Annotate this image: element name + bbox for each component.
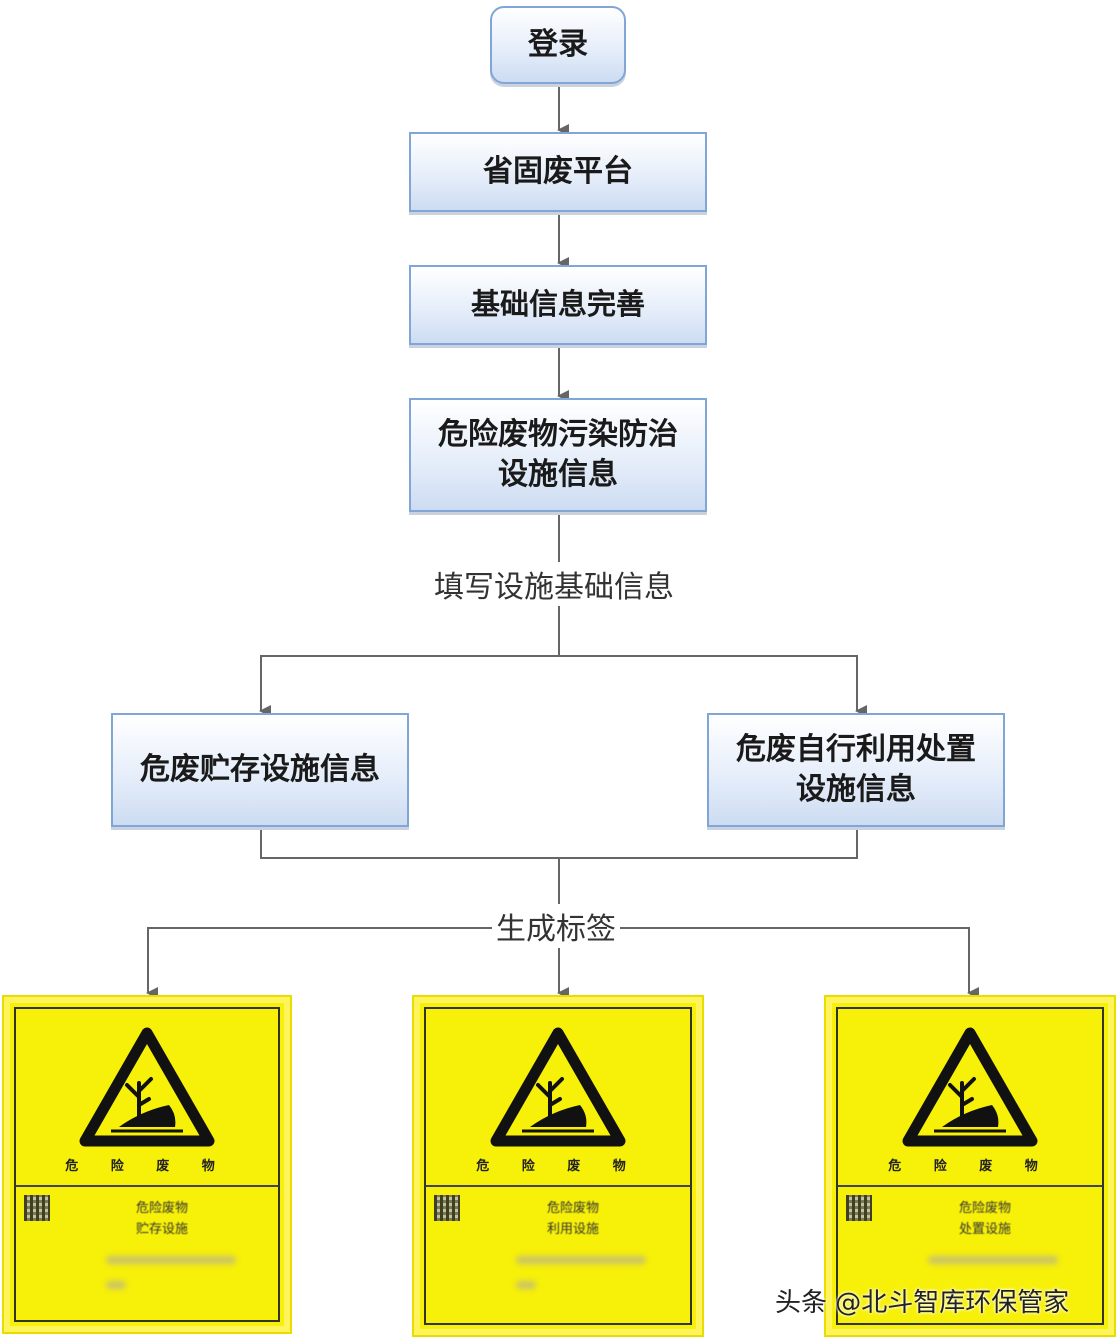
sign-title-line1: 危险废物 (135, 1201, 188, 1216)
node-platform: 省固废平台 (409, 132, 707, 212)
sign-title-line2: 贮存设施 (135, 1221, 188, 1237)
sign-divider (16, 1185, 278, 1187)
sign-title-line1: 危险废物 (546, 1201, 599, 1216)
sign-header: 危 险 废 物 (888, 1159, 1052, 1174)
sign-header: 危 险 废 物 (65, 1159, 229, 1174)
sign-divider (426, 1185, 690, 1187)
node-login: 登录 (490, 6, 626, 84)
watermark: 头条 @北斗智库环保管家 (775, 1288, 1070, 1318)
sign-frame: 危 险 废 物 危险废物 贮存设施 (14, 1007, 280, 1322)
node-disposal-facility: 危废自行利用处置 设施信息 (707, 713, 1005, 827)
node-basic-info-label: 基础信息完善 (470, 287, 645, 322)
blurred-field (928, 1256, 1058, 1264)
hazard-triangle-icon (490, 1027, 626, 1147)
hazard-label-disposal: 危 险 废 物 危险废物 处置设施 (824, 995, 1116, 1337)
sign-title-line1: 危险废物 (958, 1201, 1011, 1216)
node-basic-info: 基础信息完善 (409, 265, 707, 345)
sign-title: 危险废物 利用设施 (466, 1199, 680, 1241)
node-disposal-line1: 危废自行利用处置 (736, 731, 976, 767)
node-platform-label: 省固废平台 (483, 153, 633, 189)
sign-divider (838, 1185, 1102, 1187)
qr-code-icon (24, 1195, 50, 1221)
node-storage-label: 危废贮存设施信息 (140, 751, 380, 787)
qr-code-icon (434, 1195, 460, 1221)
edge-label-fill-basic: 填写设施基础信息 (430, 562, 678, 606)
blurred-field (106, 1281, 126, 1289)
sign-frame: 危 险 废 物 危险废物 利用设施 (424, 1007, 692, 1325)
node-prevention-line2: 设施信息 (498, 457, 618, 492)
node-prevention-facility: 危险废物污染防治 设施信息 (409, 398, 707, 512)
sign-title: 危险废物 贮存设施 (56, 1199, 268, 1241)
edge-label-generate: 生成标签 (492, 904, 620, 948)
blurred-field (106, 1256, 236, 1264)
blurred-field (516, 1281, 536, 1289)
sign-frame: 危 险 废 物 危险废物 处置设施 (836, 1007, 1104, 1325)
node-prevention-line1: 危险废物污染防治 (438, 416, 678, 452)
hazard-triangle-icon (902, 1027, 1038, 1147)
node-login-label: 登录 (528, 26, 588, 62)
blurred-field (516, 1256, 646, 1264)
qr-code-icon (846, 1195, 872, 1221)
node-disposal-line2: 设施信息 (796, 772, 916, 807)
sign-title-line2: 利用设施 (546, 1221, 599, 1237)
hazard-label-utilization: 危 险 废 物 危险废物 利用设施 (412, 995, 704, 1337)
sign-title: 危险废物 处置设施 (878, 1199, 1092, 1241)
edge-split-bar (260, 655, 858, 708)
node-storage-facility: 危废贮存设施信息 (111, 713, 409, 827)
sign-title-line2: 处置设施 (958, 1221, 1011, 1237)
hazard-label-storage: 危 险 废 物 危险废物 贮存设施 (2, 995, 292, 1334)
hazard-triangle-icon (79, 1027, 215, 1147)
sign-header: 危 险 废 物 (476, 1159, 640, 1174)
edge-merge-bar (260, 829, 858, 859)
